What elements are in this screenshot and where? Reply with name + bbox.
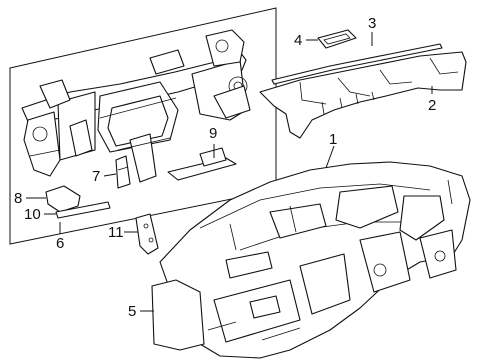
upper-trim-panel <box>259 51 467 139</box>
part-8-bracket <box>45 185 81 213</box>
callout-7: 7 <box>92 168 100 185</box>
callout-labels: 1 2 3 4 5 6 7 8 9 10 11 <box>14 15 436 320</box>
leader-lines <box>26 32 433 312</box>
part-11-bracket <box>135 213 159 255</box>
callout-1: 1 <box>329 131 337 148</box>
callout-4: 4 <box>294 32 302 49</box>
part-10-bar <box>55 201 111 219</box>
instrument-panel-body <box>159 161 471 359</box>
callout-5: 5 <box>128 303 136 320</box>
windshield-garnish-strip <box>271 43 443 85</box>
callout-11: 11 <box>108 224 124 241</box>
cross-car-beam <box>21 29 251 183</box>
callout-10: 10 <box>24 206 41 223</box>
speaker-cover <box>317 29 357 49</box>
part-7-bracket <box>115 155 131 189</box>
callout-6: 6 <box>56 235 64 252</box>
callout-3: 3 <box>368 15 376 32</box>
callout-8: 8 <box>14 190 22 207</box>
callout-2: 2 <box>428 97 436 114</box>
part-5-end-cap <box>151 279 205 351</box>
part-9-bracket <box>167 147 237 181</box>
callout-9: 9 <box>209 125 217 142</box>
